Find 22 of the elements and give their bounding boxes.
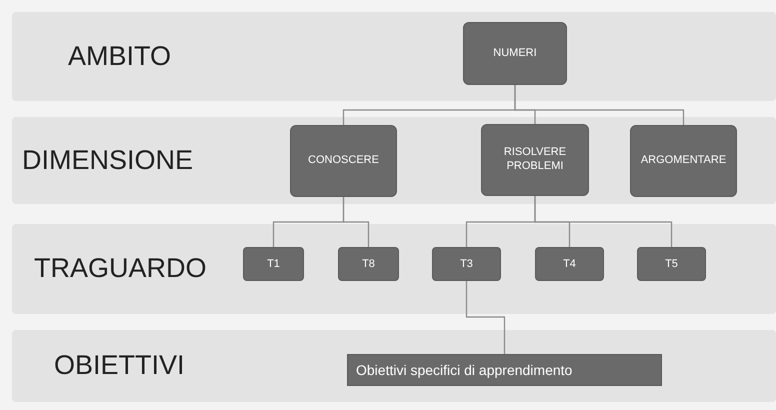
row-band [12, 330, 776, 402]
row-heading: DIMENSIONE [22, 146, 194, 174]
category-box: NUMERI [463, 22, 567, 85]
category-box: ARGOMENTARE [630, 125, 737, 197]
row-band [12, 117, 776, 204]
objective-box: Obiettivi specifici di apprendimento [347, 354, 662, 386]
row-band [12, 224, 776, 314]
connector-line [342, 197, 370, 247]
row-heading: AMBITO [68, 42, 172, 70]
goal-box: T3 [432, 247, 501, 281]
goal-box: T8 [338, 247, 399, 281]
goal-box: T4 [535, 247, 604, 281]
connector-line [514, 85, 684, 125]
category-box: RISOLVERE PROBLEMI [481, 124, 589, 196]
goal-box: T1 [243, 247, 304, 281]
row-heading: OBIETTIVI [54, 352, 185, 379]
category-box: CONOSCERE [290, 125, 397, 197]
connector-line [534, 196, 672, 247]
goal-box: T5 [637, 247, 706, 281]
row-heading: TRAGUARDO [34, 255, 207, 282]
row-band [12, 12, 776, 101]
connector-line [466, 281, 506, 354]
